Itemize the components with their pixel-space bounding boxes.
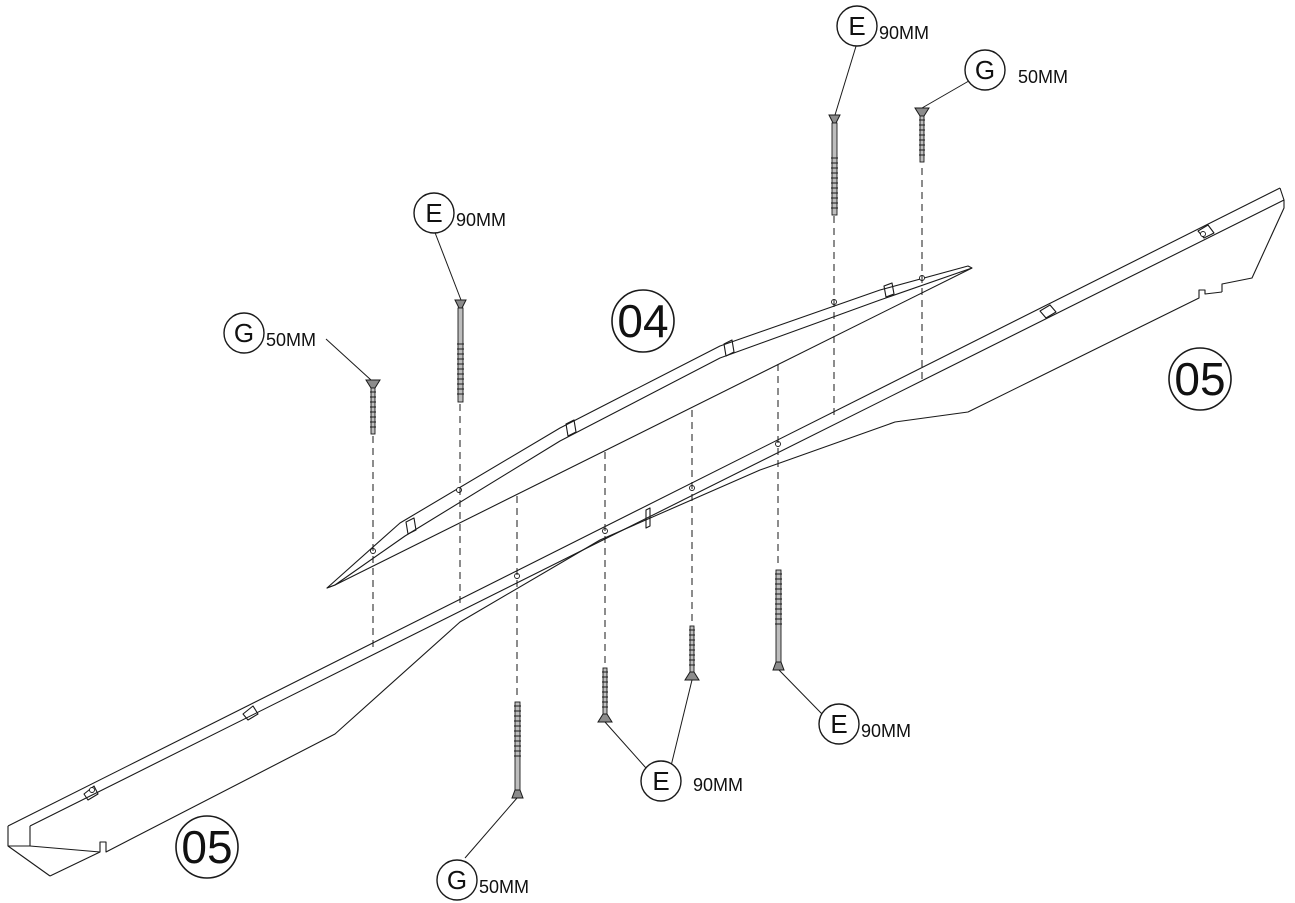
screw-code: E: [848, 11, 865, 41]
screw-callout-4: G 50MM: [964, 49, 1068, 91]
screw-code: G: [975, 55, 995, 85]
part-callout-05-left: 05: [175, 815, 239, 879]
screw-size: 50MM: [1018, 67, 1068, 87]
screw-g-7: [684, 625, 700, 681]
screw-size: 90MM: [456, 210, 506, 230]
screw-code: E: [652, 766, 669, 796]
screw-size: 90MM: [861, 721, 911, 741]
screw-e-5: [511, 701, 524, 799]
screw-e-3: [828, 114, 841, 216]
screw-size: 90MM: [693, 775, 743, 795]
screw-size: 50MM: [266, 330, 316, 350]
screw-size: 50MM: [479, 877, 529, 897]
rail-04: [326, 265, 973, 589]
part-number-04: 04: [617, 295, 668, 347]
part-callout-04: 04: [611, 289, 675, 353]
screw-callout-1: G 50MM: [223, 312, 316, 354]
screw-g-6: [597, 667, 613, 723]
screw-callout-5: E 90MM: [818, 703, 911, 745]
screws: [365, 107, 930, 799]
screw-e-8: [772, 569, 785, 671]
screw-code: E: [425, 198, 442, 228]
part-number-05-left: 05: [181, 821, 232, 873]
part-number-05-right: 05: [1174, 353, 1225, 405]
screw-size: 90MM: [879, 23, 929, 43]
leader-lines: [325, 42, 975, 859]
alignment-lines: [372, 168, 923, 700]
screw-code: E: [830, 709, 847, 739]
screw-callout-2: E 90MM: [413, 192, 506, 234]
screw-code: G: [234, 318, 254, 348]
screw-g-4: [914, 107, 930, 163]
screw-g-1: [365, 379, 381, 435]
screw-e-2: [454, 299, 467, 403]
screw-code: G: [447, 865, 467, 895]
screw-callout-3: E 90MM: [836, 5, 929, 47]
screw-callout-6: E 90MM: [640, 760, 743, 802]
beam-05: [7, 187, 1285, 877]
screw-callout-7: G 50MM: [436, 859, 529, 901]
part-callout-05-right: 05: [1168, 347, 1232, 411]
